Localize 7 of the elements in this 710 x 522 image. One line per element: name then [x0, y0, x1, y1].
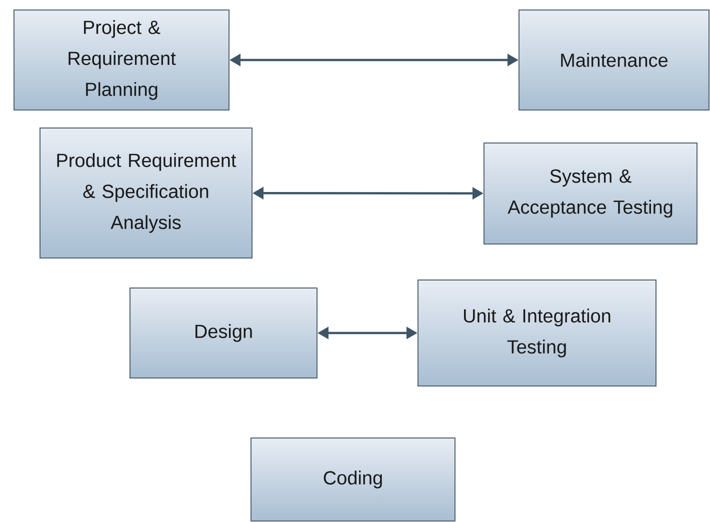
process-box: Design: [130, 288, 318, 378]
process-box: Unit & Integration Testing: [418, 280, 656, 386]
process-box: Coding: [250, 438, 456, 522]
process-box: Project & Requirement Planning: [14, 10, 230, 110]
process-box: Product Requirement & Specification Analysis: [40, 128, 252, 258]
process-box: Maintenance: [518, 10, 710, 110]
process-box: System & Acceptance Testing: [484, 142, 698, 244]
